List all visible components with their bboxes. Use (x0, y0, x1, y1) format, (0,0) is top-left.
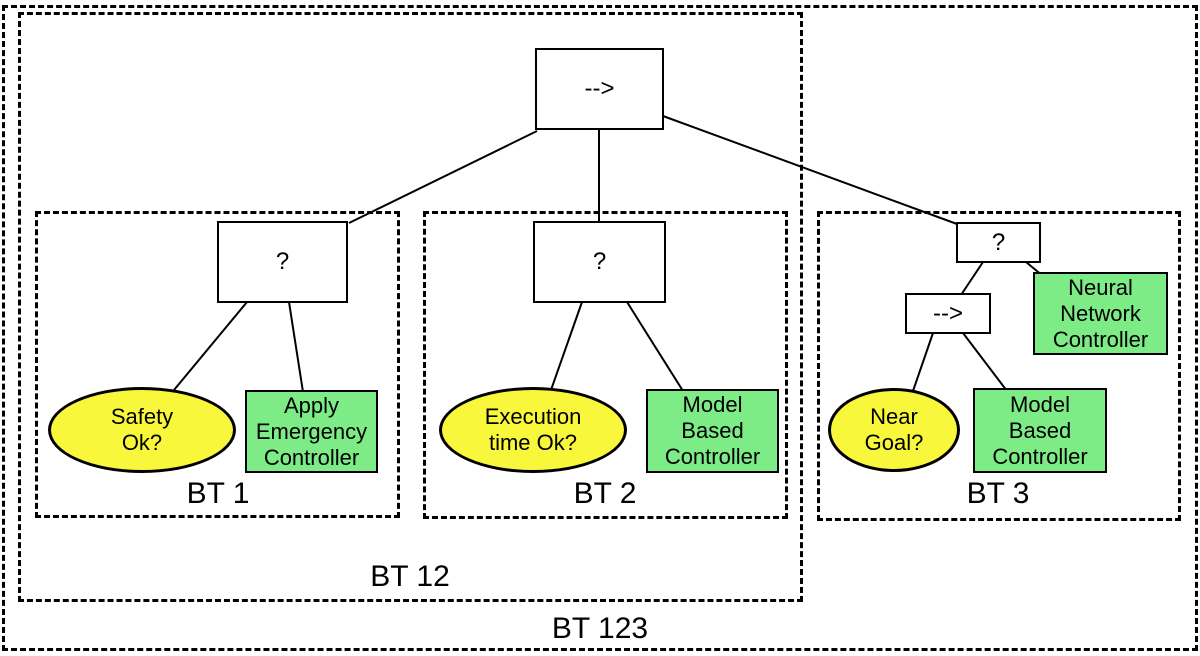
bt2-action-label: Model Based Controller (664, 392, 761, 469)
group-box-bt3 (817, 211, 1181, 521)
bt2-fallback-label: ? (592, 248, 607, 275)
bt1-action-label: Apply Emergency Controller (255, 392, 368, 470)
bt123-group-label: BT 123 (551, 612, 649, 645)
bt3-sequence-node: --> (905, 293, 991, 334)
bt3-group-label: BT 3 (966, 477, 1030, 510)
root-sequence-label: --> (584, 75, 615, 102)
bt1-action-node: Apply Emergency Controller (245, 390, 378, 473)
bt3-condition-node: Near Goal? (828, 388, 960, 472)
bt3-sequence-label: --> (933, 299, 963, 327)
bt1-condition-label: Safety Ok? (110, 404, 174, 455)
edge-bt3-fallback-to-sequence (960, 261, 984, 296)
bt3-fallback-label: ? (991, 228, 1006, 256)
group-box-bt2 (423, 211, 788, 519)
edge-bt3-sequence-to-model-action (962, 332, 1008, 392)
group-box-bt12 (18, 12, 803, 602)
bt1-group-label: BT 1 (186, 477, 250, 510)
root-sequence-node: --> (535, 48, 664, 130)
edge-bt2-fallback-to-action (626, 301, 684, 392)
bt12-group-label: BT 12 (370, 560, 450, 593)
bt2-condition-node: Execution time Ok? (439, 387, 627, 473)
bt2-fallback-node: ? (533, 221, 666, 303)
bt3-action-nn-label: Neural Network Controller (1052, 274, 1149, 352)
bt3-condition-label: Near Goal? (864, 404, 924, 455)
bt3-action-model-node: Model Based Controller (973, 388, 1107, 473)
bt2-action-node: Model Based Controller (646, 389, 779, 473)
bt3-action-model-label: Model Based Controller (992, 391, 1088, 469)
bt3-action-nn-node: Neural Network Controller (1033, 272, 1168, 355)
edge-bt1-fallback-to-action (288, 301, 304, 393)
bt1-condition-node: Safety Ok? (48, 387, 236, 473)
edge-bt1-fallback-to-condition (173, 301, 248, 391)
bt1-fallback-label: ? (275, 248, 290, 275)
bt2-condition-label: Execution time Ok? (484, 404, 582, 455)
bt3-fallback-node: ? (956, 222, 1041, 263)
edge-bt3-sequence-to-condition (912, 332, 934, 392)
edge-root-to-bt1-fallback (348, 130, 538, 224)
bt2-group-label: BT 2 (573, 477, 637, 510)
edge-bt2-fallback-to-condition (550, 301, 583, 391)
group-box-bt1 (35, 211, 400, 518)
bt1-fallback-node: ? (217, 221, 348, 303)
edge-root-to-bt3-fallback (662, 115, 958, 225)
group-box-bt123 (2, 5, 1198, 651)
